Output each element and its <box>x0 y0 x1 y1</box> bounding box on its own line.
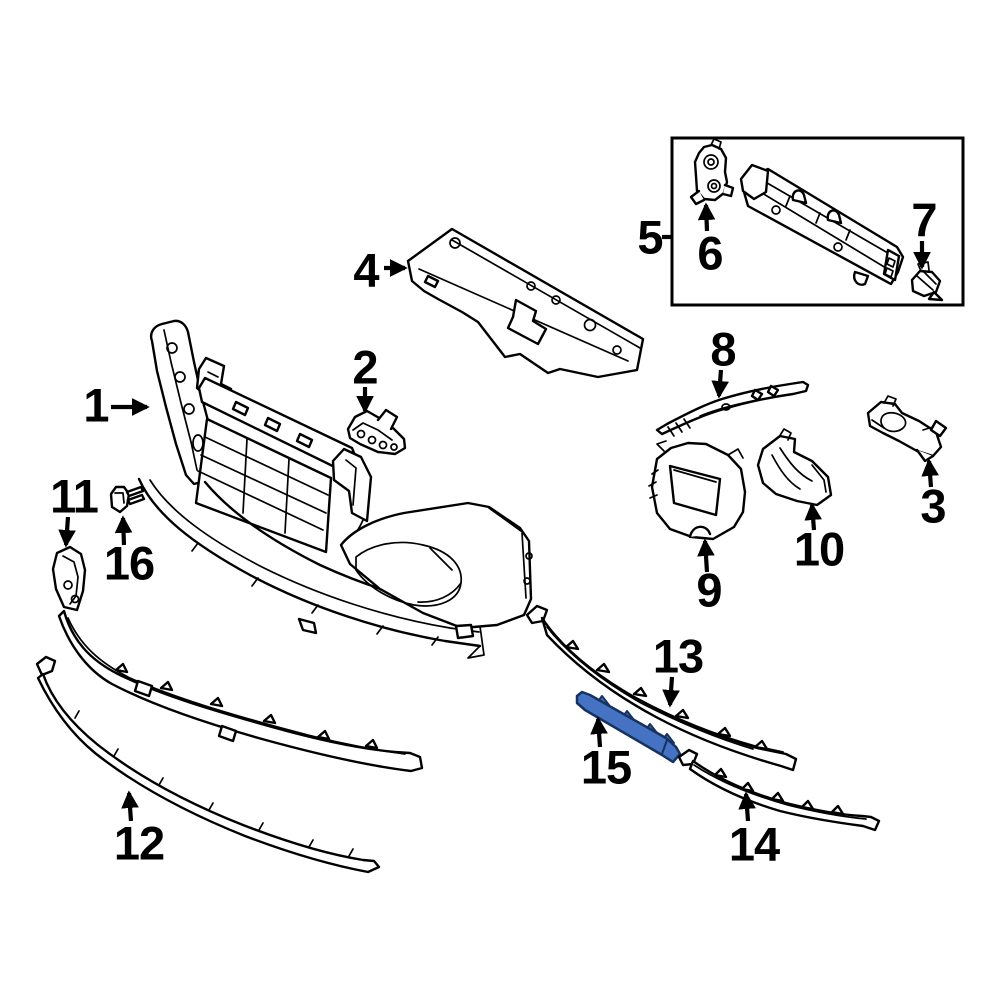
callout-arrow-13 <box>662 676 680 708</box>
callout-arrow-8 <box>711 369 729 399</box>
part-callout-11[interactable]: 11 <box>50 469 99 523</box>
part-callout-2[interactable]: 2 <box>352 340 378 394</box>
part-callout-16[interactable]: 16 <box>103 536 155 590</box>
part-callout-9[interactable]: 9 <box>696 563 722 617</box>
part-2-bracket <box>346 408 407 456</box>
callout-arrow-15 <box>590 716 608 748</box>
callout-arrow-10 <box>804 502 822 531</box>
part-callout-8[interactable]: 8 <box>710 322 736 376</box>
part-callout-10[interactable]: 10 <box>793 522 845 576</box>
part-11-valance <box>51 545 424 773</box>
callout-arrow-14 <box>738 791 756 822</box>
part-callout-6[interactable]: 6 <box>697 226 723 280</box>
part-1-bumper-cover <box>137 319 533 659</box>
callout-arrows <box>58 202 939 822</box>
part-callout-3[interactable]: 3 <box>920 479 946 533</box>
part-12-lower-valance <box>35 655 381 874</box>
part-10-air-duct <box>756 428 833 507</box>
callout-arrow-3 <box>921 458 939 488</box>
part-3-side-bracket <box>866 395 948 463</box>
part-9-air-duct <box>648 440 747 541</box>
callout-arrow-12 <box>121 790 139 822</box>
part-13-molding <box>525 604 798 772</box>
part-4-sight-shield <box>406 227 645 379</box>
callout-arrow-6 <box>697 202 716 232</box>
part-callout-4[interactable]: 4 <box>353 243 379 297</box>
part-6-bracket <box>689 138 735 206</box>
active-shutter-bar <box>739 163 905 286</box>
part-16-clip <box>109 485 146 514</box>
part-callout-7[interactable]: 7 <box>911 193 937 247</box>
part-8-upper-retainer <box>655 380 810 437</box>
part-15-highlighted-molding[interactable] <box>575 690 682 764</box>
part-7-clip <box>910 261 944 302</box>
callout-arrow-9 <box>697 538 715 573</box>
callout-arrow-16 <box>114 515 133 546</box>
part-callout-15[interactable]: 15 <box>580 740 632 794</box>
part-5-shutter-assembly-box <box>670 136 965 307</box>
part-callout-14[interactable]: 14 <box>728 817 780 871</box>
part-callout-12[interactable]: 12 <box>113 816 165 870</box>
callout-arrow-11 <box>58 516 76 548</box>
part-callout-5[interactable]: 5 <box>637 210 663 264</box>
part-callout-13[interactable]: 13 <box>652 629 704 683</box>
part-callout-1[interactable]: 1 <box>83 378 109 432</box>
